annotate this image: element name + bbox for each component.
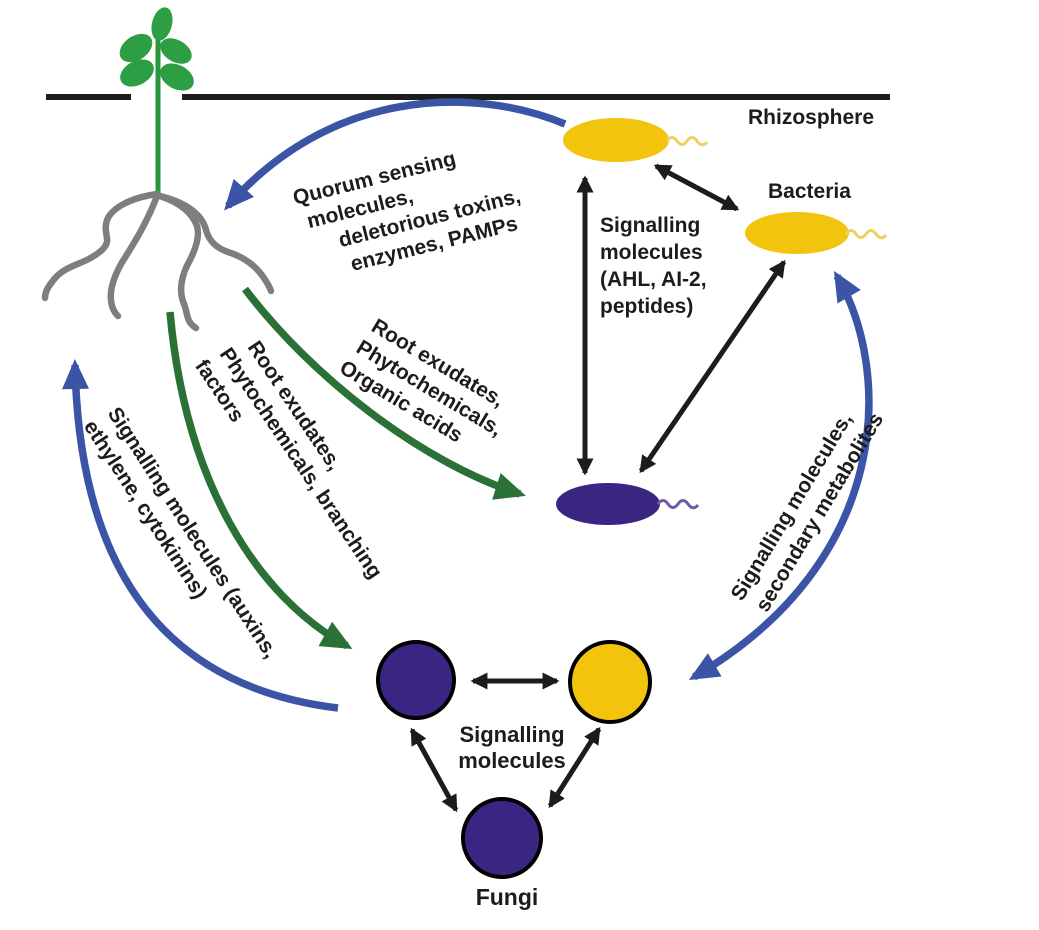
root-strand	[107, 192, 161, 320]
organic-acids-annotation: Root exudates, Phytochemicals, Organic a…	[335, 315, 508, 448]
trio-arrows	[409, 672, 602, 813]
signalling-center-annotation: Signalling molecules	[458, 722, 566, 773]
plant	[119, 7, 194, 194]
plant-leaf-icon	[119, 33, 153, 63]
root-strand	[41, 190, 161, 302]
quorum-annotation: Quorum sensing molecules, deletorious to…	[291, 147, 523, 276]
bacterium-purple	[556, 483, 660, 525]
arrow-root-to-fungi-exudates	[166, 311, 353, 650]
flagellum-icon	[844, 229, 888, 240]
root-system	[41, 190, 275, 332]
fungi-label: Fungi	[476, 884, 539, 910]
flagellum-icon	[665, 136, 709, 147]
annotation-line: peptides)	[600, 295, 693, 318]
root-strand	[156, 192, 275, 295]
annotation-line: molecules	[458, 748, 566, 773]
plant-leaf-icon	[120, 59, 154, 87]
rhizosphere-label: Rhizosphere	[748, 106, 874, 129]
arrow-bacteria-pair	[653, 163, 740, 212]
arrow-bacteria-fungus-right	[547, 726, 602, 809]
fungus-node-left	[376, 640, 456, 720]
arrow-fungus-fungus-left	[409, 727, 459, 813]
annotation-line: molecules	[600, 241, 703, 264]
bacteria-node-yellow	[568, 640, 652, 724]
bacterium-yellow-right	[745, 212, 849, 254]
annotation-line: (AHL, AI-2,	[600, 268, 707, 291]
annotation-line: Signalling	[600, 214, 700, 237]
arrow-purple-to-bacteria	[638, 259, 787, 474]
signalling-ahl-annotation: Signalling molecules (AHL, AI-2, peptide…	[600, 214, 707, 318]
bacteria-arrows	[576, 163, 787, 476]
fungus-node-bottom	[461, 797, 543, 879]
plant-leaf-icon	[160, 38, 192, 64]
plant-leaf-icon	[160, 63, 194, 91]
bacterium-yellow-top	[563, 118, 669, 162]
arrow-bacteria-to-root-quorum	[224, 98, 567, 211]
arrow-root-to-bacterium-exudates	[242, 286, 526, 500]
annotation-line: Signalling	[459, 722, 564, 747]
arrow-bacteria-fungi-loop	[688, 270, 873, 681]
bacteria-label: Bacteria	[768, 180, 851, 203]
plant-leaf-icon	[151, 7, 173, 41]
arrow-fungi-to-root-signalling	[62, 359, 339, 712]
root-strand	[156, 192, 202, 332]
flagellum-icon	[656, 499, 700, 510]
